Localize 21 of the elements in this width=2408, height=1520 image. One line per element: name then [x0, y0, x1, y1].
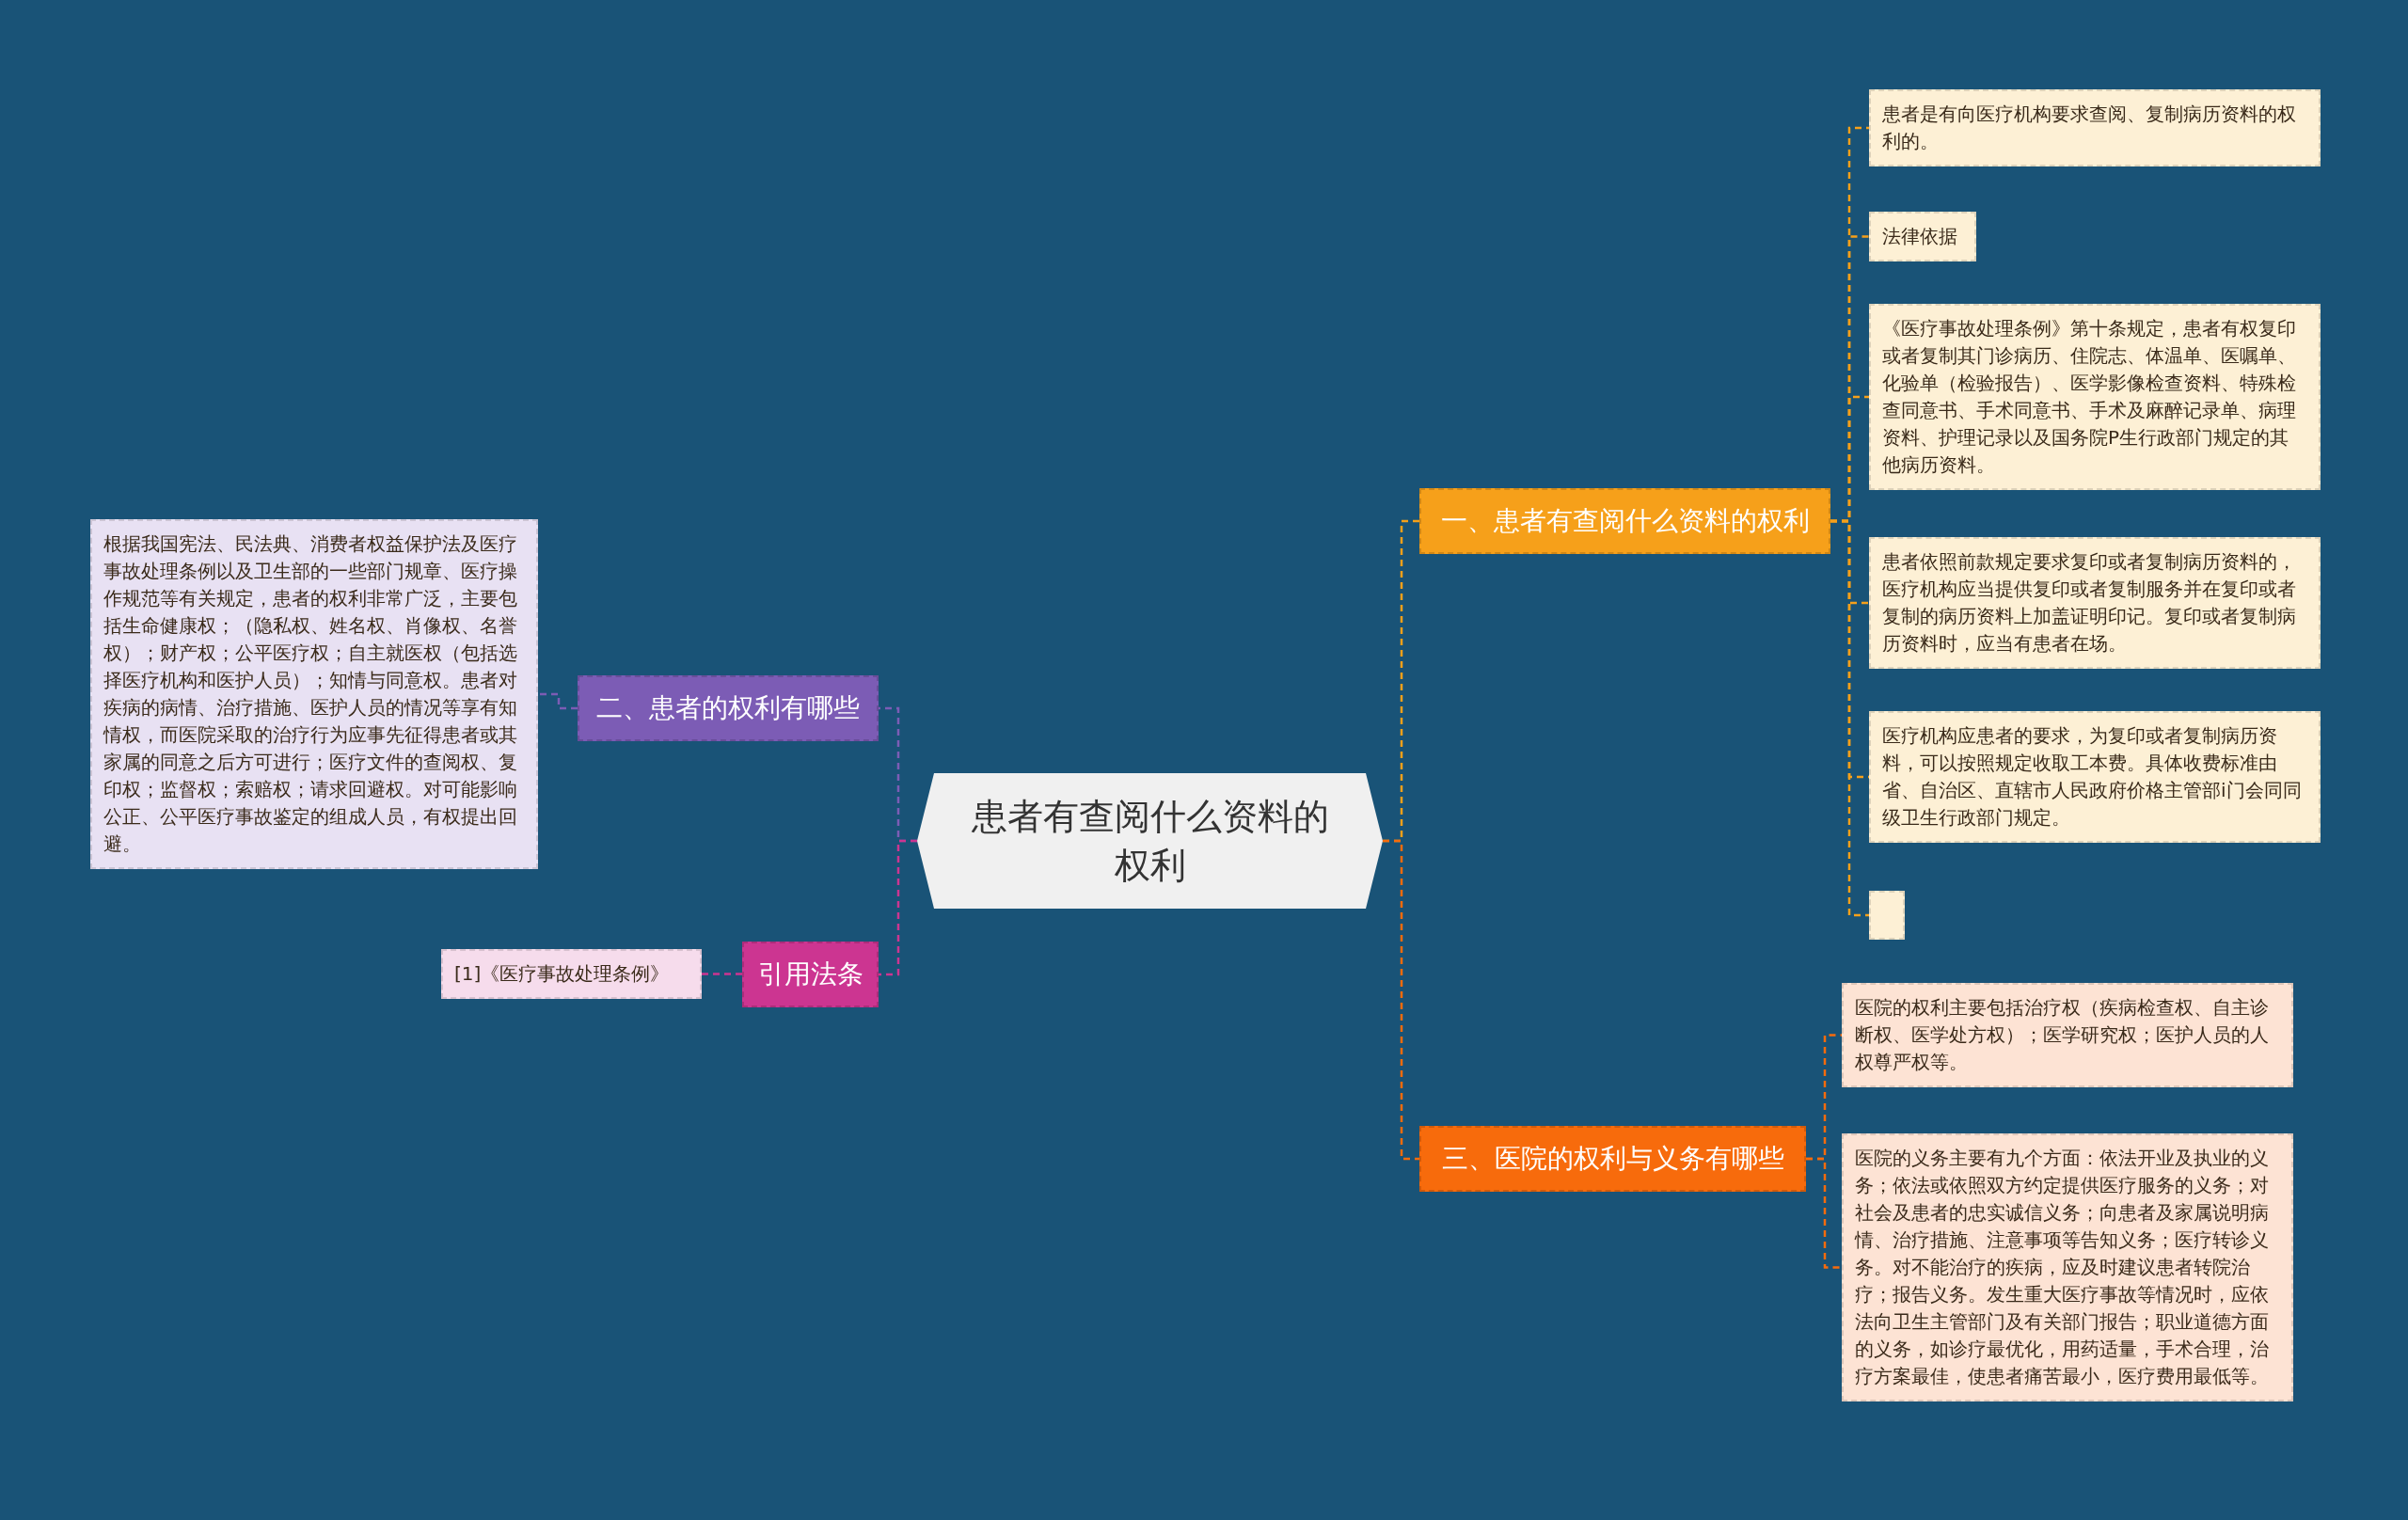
connector-line: [538, 692, 578, 710]
central-topic: 患者有查阅什么资料的权利: [917, 773, 1383, 909]
connector-line: [1806, 1157, 1842, 1269]
note-box: 法律依据: [1869, 212, 1976, 261]
note-box: 根据我国宪法、民法典、消费者权益保护法及医疗事故处理条例以及卫生部的一些部门规章、医疗操作规范等有关规定，患者的权利非常广泛，主要包括生命健康权；（隐私权、姓名权、肖像权、名誉权）；财产权；公平医疗权；自主就医权（包括选择医疗机构和医护人员）；知情与同意权。患者对疾病的病情、治疗措施、医护人员的情况等享有知情权，而医院采取的治疗行为应事先征得患者或其家属的同意之后方可进行；医疗文件的查阅权、复印权；监督权；索赔权；请求回避权。对可能影响公正、公平医疗事故鉴定的组成人员，有权提出回避。: [90, 519, 538, 869]
note-box: 医疗机构应患者的要求，为复印或者复制病历资料，可以按照规定收取工本费。具体收费标准由省、自治区、直辖市人民政府价格主管部i门会同同级卫生行政部门规定。: [1869, 711, 2321, 843]
note-box: 患者是有向医疗机构要求查阅、复制病历资料的权利的。: [1869, 89, 2321, 166]
note-box: 《医疗事故处理条例》第十条规定，患者有权复印或者复制其门诊病历、住院志、体温单、医嘱单、化验单（检验报告）、医学影像检查资料、特殊检查同意书、手术同意书、手术及麻醉记录单、病理资料、护理记录以及国务院P生行政部门规定的其他病历资料。: [1869, 304, 2321, 490]
note-box: 医院的权利主要包括治疗权（疾病检查权、自主诊断权、医学处方权）；医学研究权；医护人员的人权尊严权等。: [1842, 983, 2293, 1087]
note-box: [1]《医疗事故处理条例》: [441, 949, 702, 999]
note-box: 患者依照前款规定要求复印或者复制病历资料的，医疗机构应当提供复印或者复制服务并在复印或者复制的病历资料上加盖证明印记。复印或者复制病历资料时，应当有患者在场。: [1869, 537, 2321, 669]
topic-box: 一、患者有查阅什么资料的权利: [1419, 488, 1830, 554]
connector-line: [1383, 839, 1419, 1161]
connector-line: [1830, 519, 1869, 917]
note-box: 医院的义务主要有九个方面：依法开业及执业的义务；依法或依照双方约定提供医疗服务的义务；对社会及患者的忠实诚信义务；向患者及家属说明病情、治疗措施、注意事项等告知义务；医疗转诊义务。对不能治疗的疾病，应及时建议患者转院治疗；报告义务。发生重大医疗事故等情况时，应依法向卫生主管部门及有关部门报告；职业道德方面的义务，如诊疗最优化，用药适量，手术合理，治疗方案最佳，使患者痛苦最小，医疗费用最低等。: [1842, 1133, 2293, 1401]
connector-line: [879, 839, 917, 976]
topic-box: 引用法条: [742, 942, 879, 1007]
connector-line: [702, 973, 742, 975]
empty-box: [1869, 891, 1905, 940]
topic-box: 二、患者的权利有哪些: [578, 675, 879, 741]
topic-box: 三、医院的权利与义务有哪些: [1419, 1126, 1806, 1192]
